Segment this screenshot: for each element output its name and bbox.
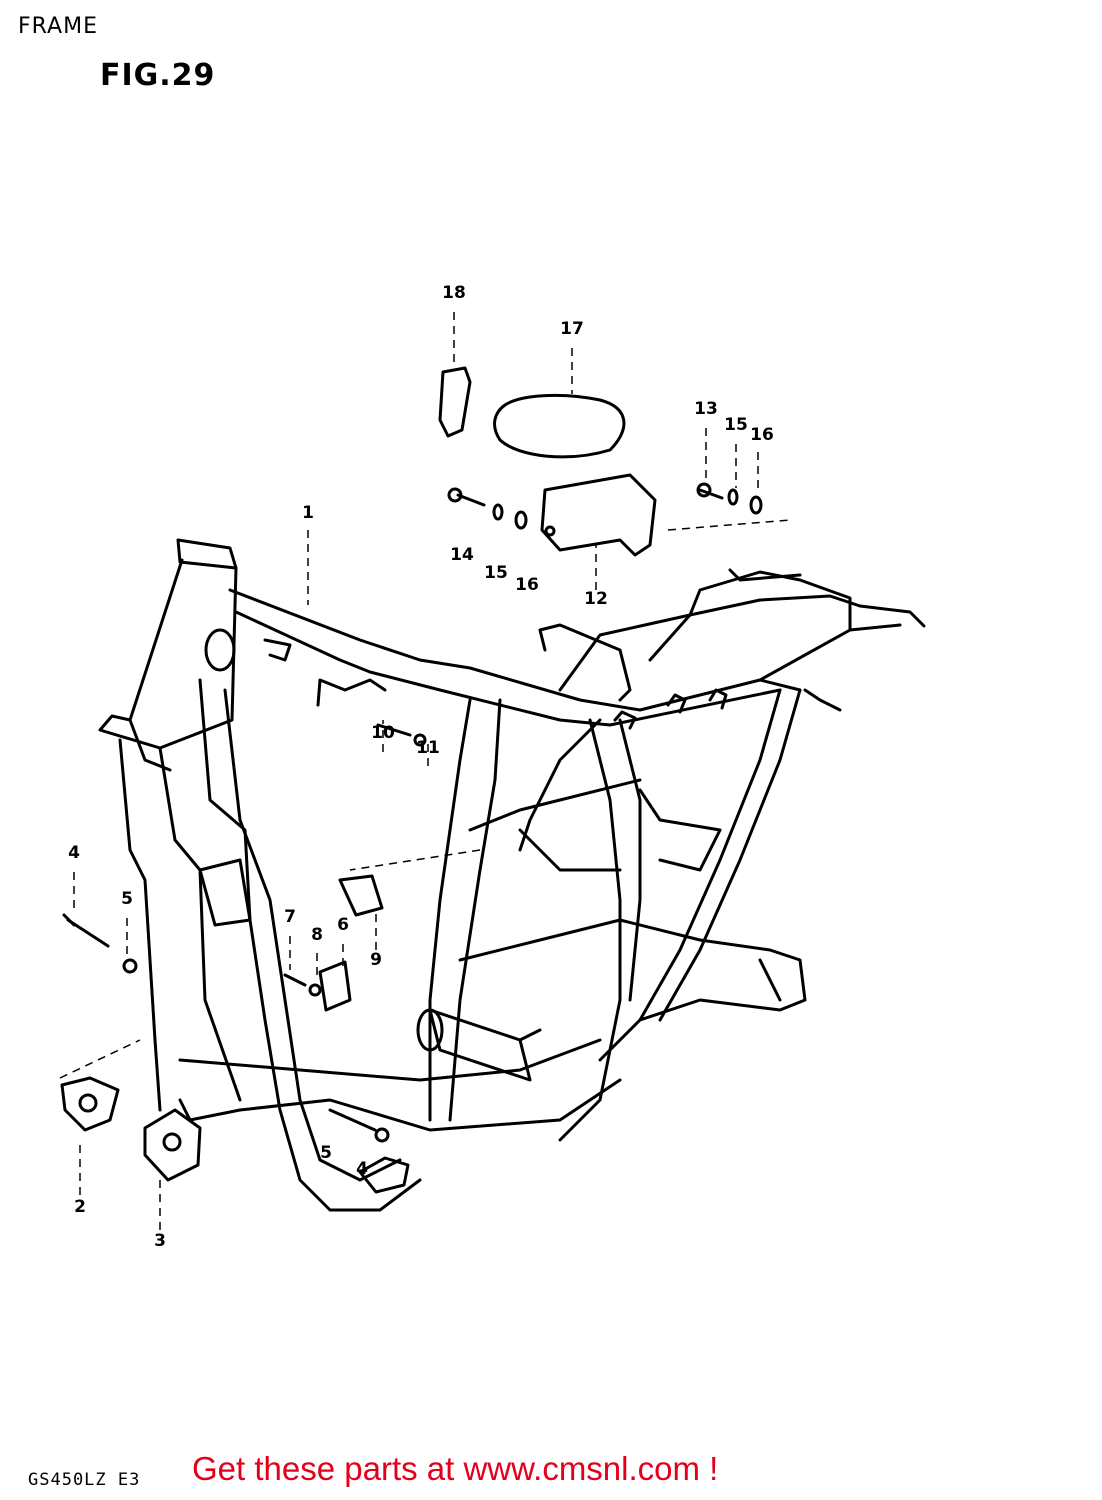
callout-2: 2 [74,1197,86,1217]
callout-11: 11 [416,738,440,758]
callout-7: 7 [284,907,296,927]
callout-10: 10 [371,723,395,743]
callout-9: 9 [370,950,382,970]
leader-lines [59,312,791,1230]
callout-12: 12 [584,589,608,609]
callout-1: 1 [302,503,314,523]
callout-6: 6 [337,915,349,935]
model-code: GS450LZ E3 [28,1470,141,1490]
section-title: FRAME [18,14,98,39]
cmsnl-promo-link[interactable]: Get these parts at www.cmsnl.com ! [192,1450,719,1487]
figure-number: FIG.29 [100,58,216,93]
callout-5a: 5 [121,889,133,909]
frame-drawing [60,366,926,1212]
callout-18: 18 [442,283,466,303]
callout-14: 14 [450,545,474,565]
callout-8: 8 [311,925,323,945]
callout-15b: 15 [484,563,508,583]
callout-13: 13 [694,399,718,419]
callout-3: 3 [154,1231,166,1251]
callout-16b: 16 [515,575,539,595]
callout-15a: 15 [724,415,748,435]
callout-16a: 16 [750,425,774,445]
callout-4a: 4 [68,843,80,863]
callout-4b: 4 [356,1159,368,1179]
callout-17: 17 [560,319,584,339]
callout-5b: 5 [320,1143,332,1163]
